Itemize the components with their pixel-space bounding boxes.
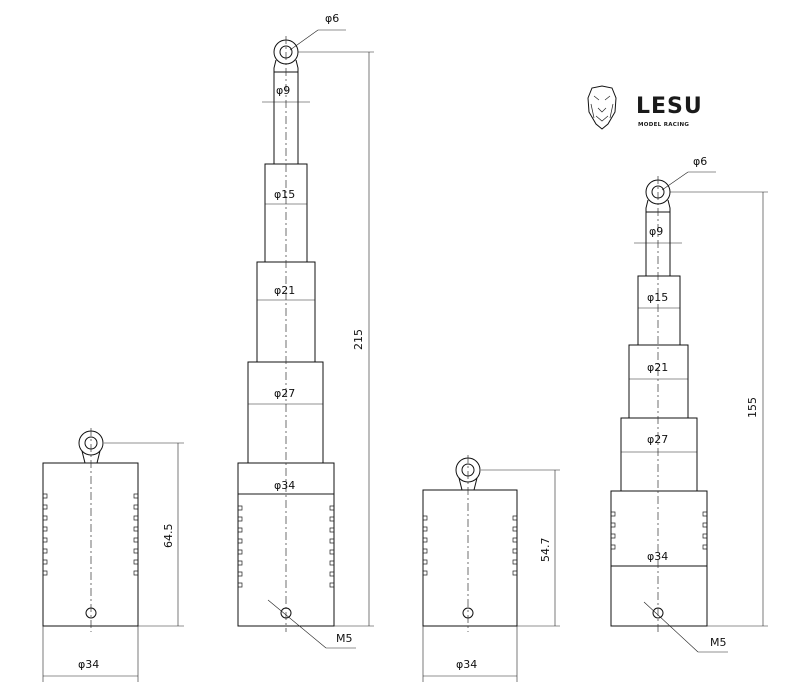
body-grooves — [611, 511, 707, 550]
length-label: 155 — [746, 397, 759, 418]
drawing-b-extended-cylinder: φ6 φ9 φ15 φ21 φ27 φ34 215 M5 — [237, 12, 374, 649]
eye-diameter-label: φ6 — [693, 155, 707, 168]
tube-stage-2 — [628, 344, 689, 419]
body-grooves — [423, 515, 517, 576]
stage1-diameter-label: φ15 — [647, 291, 668, 304]
thread-label: M5 — [710, 636, 727, 649]
width-label: φ34 — [456, 658, 477, 671]
eye-neck — [458, 477, 478, 491]
cylinder-body — [422, 489, 518, 627]
drawing-d-extended-cylinder: φ6 φ9 φ15 φ21 φ27 φ34 155 M5 — [610, 155, 768, 653]
stage3-diameter-label: φ27 — [274, 387, 295, 400]
tube-stage-3 — [620, 417, 698, 492]
stage2-diameter-label: φ21 — [647, 361, 668, 374]
stage2-diameter-label: φ21 — [274, 284, 295, 297]
lesu-logo: LESU MODEL RACING — [587, 85, 703, 130]
cylinder-body — [610, 490, 708, 627]
tube-stage-1 — [637, 275, 681, 346]
drawing-a-retracted-cylinder: φ34 64.5 — [42, 428, 184, 682]
lion-head-icon — [587, 85, 617, 130]
stage1-diameter-label: φ15 — [274, 188, 295, 201]
height-label: 64.5 — [162, 524, 175, 549]
height-label: 54.7 — [539, 538, 552, 563]
body-grooves — [43, 493, 138, 576]
eye-neck — [645, 199, 671, 212]
length-label: 215 — [352, 329, 365, 350]
drawing-c-retracted-cylinder: φ34 54.7 — [422, 455, 560, 682]
cylinder-body — [42, 462, 139, 627]
tube-stage-3 — [247, 361, 324, 464]
brand-name: LESU — [636, 94, 703, 119]
eye-diameter-label: φ6 — [325, 12, 339, 25]
base-diameter-label: φ34 — [647, 550, 668, 563]
base-diameter-label: φ34 — [274, 479, 295, 492]
eye-neck — [81, 450, 101, 464]
body-grooves — [238, 505, 334, 588]
stage3-diameter-label: φ27 — [647, 433, 668, 446]
rod-diameter-label: φ9 — [649, 225, 663, 238]
width-label: φ34 — [78, 658, 99, 671]
brand-tagline: MODEL RACING — [638, 122, 689, 128]
rod-diameter-label: φ9 — [276, 84, 290, 97]
eye-neck — [273, 59, 299, 72]
thread-label: M5 — [336, 632, 353, 645]
